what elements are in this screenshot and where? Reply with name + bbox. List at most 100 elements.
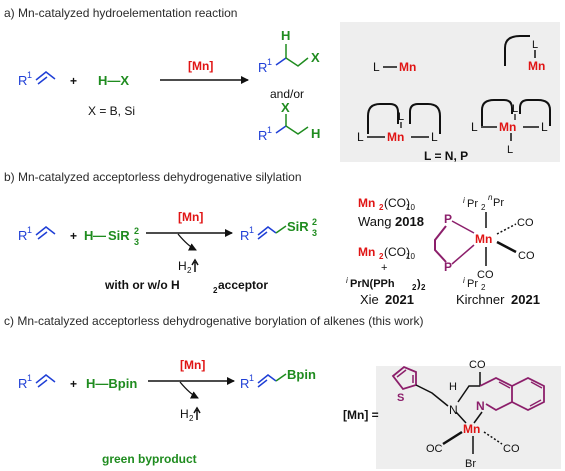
catalyst-label-a: [Mn]	[188, 59, 213, 73]
svg-text:2: 2	[379, 252, 384, 261]
svg-text:2: 2	[134, 226, 139, 236]
svg-text:H: H	[180, 407, 189, 421]
catalyst-panel-c	[376, 366, 561, 469]
svg-text:2: 2	[412, 283, 417, 292]
svg-text:R: R	[258, 60, 267, 75]
svg-text:10: 10	[406, 252, 415, 261]
motif-tridentate: L L Mn L	[357, 103, 441, 144]
svg-text:2: 2	[379, 203, 384, 212]
svg-text:(CO): (CO)	[384, 245, 410, 259]
svg-text:X: X	[311, 50, 320, 65]
svg-text:L: L	[541, 120, 548, 134]
and-or-label: and/or	[270, 87, 304, 101]
xie-catalyst: Mn 2 (CO) 10 + i PrN(PPh 2 ) 2 Xie 2021	[346, 245, 426, 307]
svg-text:1: 1	[27, 225, 32, 235]
svg-text:H: H	[84, 228, 93, 243]
svg-text:with or w/o H: with or w/o H	[104, 278, 180, 292]
svg-text:2021: 2021	[511, 292, 540, 307]
svg-text:P: P	[444, 212, 452, 226]
catalyst-label-c: [Mn]	[180, 358, 205, 372]
svg-text:10: 10	[406, 203, 415, 212]
svg-text:Kirchner: Kirchner	[456, 292, 505, 307]
svg-text:1: 1	[27, 70, 32, 80]
svg-text:3: 3	[312, 228, 317, 238]
svg-text:2: 2	[187, 266, 192, 275]
svg-text:H: H	[311, 126, 320, 141]
svg-text:1: 1	[267, 57, 272, 67]
svg-text:2021: 2021	[385, 292, 414, 307]
svg-text:L: L	[357, 130, 364, 144]
h2-release-arrow-c	[179, 381, 199, 399]
green-byproduct-label: green byproduct	[102, 452, 197, 466]
alkene-b: R 1	[18, 225, 56, 243]
vinylsilane-product: R 1 SiR 2 3	[240, 217, 317, 243]
section-c-title: c) Mn-catalyzed acceptorless dehydrogena…	[4, 314, 424, 328]
svg-text:L: L	[398, 111, 404, 123]
svg-text:): )	[417, 278, 421, 290]
svg-text:2: 2	[481, 203, 486, 212]
svg-text:Xie: Xie	[360, 292, 379, 307]
svg-text:Bpin: Bpin	[287, 367, 316, 382]
svg-text:2: 2	[312, 217, 317, 227]
svg-text:R: R	[258, 128, 267, 143]
svg-text:R: R	[240, 228, 249, 243]
svg-text:+: +	[381, 262, 387, 274]
svg-text:Mn: Mn	[358, 245, 375, 259]
svg-text:X: X	[281, 100, 290, 115]
svg-text:1: 1	[267, 125, 272, 135]
svg-text:3: 3	[134, 237, 139, 247]
svg-text:SiR: SiR	[287, 219, 309, 234]
svg-text:Pr: Pr	[467, 198, 478, 210]
svg-text:L: L	[512, 103, 518, 115]
mn-catalyst-structure: S H N CO N Mn OC CO Br	[391, 359, 545, 470]
svg-text:H: H	[178, 259, 187, 273]
svg-text:CO: CO	[503, 443, 520, 455]
svg-text:L: L	[471, 120, 478, 134]
svg-text:H: H	[281, 28, 290, 43]
svg-text:R: R	[18, 228, 27, 243]
svg-text:L: L	[532, 39, 538, 51]
svg-text:CO: CO	[477, 269, 494, 281]
svg-text:N: N	[476, 399, 485, 413]
svg-text:R: R	[18, 73, 27, 88]
svg-text:CO: CO	[469, 359, 486, 371]
svg-text:Mn: Mn	[358, 196, 375, 210]
svg-text:2: 2	[421, 283, 426, 292]
silane-reagent: H — SiR 2 3	[84, 226, 139, 247]
wang-catalyst: Mn 2 (CO) 10 Wang 2018	[358, 196, 424, 229]
kirchner-label: Kirchner 2021	[456, 292, 540, 307]
svg-text:n: n	[488, 193, 493, 202]
svg-text:SiR: SiR	[108, 228, 130, 243]
svg-text:Mn: Mn	[387, 130, 404, 144]
svg-text:Mn: Mn	[399, 60, 416, 74]
svg-text:CO: CO	[517, 217, 534, 229]
svg-text:Wang: Wang	[358, 214, 391, 229]
svg-text:Mn: Mn	[528, 59, 545, 73]
svg-text:Pr: Pr	[467, 278, 478, 290]
plus-c: +	[70, 377, 77, 391]
svg-text:1: 1	[249, 373, 254, 383]
plus-b: +	[70, 229, 77, 243]
svg-text:L: L	[373, 60, 380, 74]
mn-equals-label: [Mn] =	[343, 408, 379, 422]
alkene-a: R 1	[18, 70, 56, 88]
alkene-c: R 1	[18, 373, 56, 391]
svg-text:2: 2	[213, 286, 218, 295]
motif-tetradentate: L L Mn L L	[471, 99, 551, 156]
catalyst-label-b: [Mn]	[178, 210, 203, 224]
svg-text:CO: CO	[518, 250, 535, 262]
svg-text:OC: OC	[426, 443, 443, 455]
x-equals: X = B, Si	[88, 104, 135, 118]
svg-text:N: N	[449, 403, 458, 417]
svg-text:2018: 2018	[395, 214, 424, 229]
markovnikov-product: R 1 H X	[258, 28, 320, 75]
svg-text:i: i	[463, 196, 465, 205]
svg-text:1: 1	[249, 225, 254, 235]
svg-text:S: S	[397, 392, 404, 404]
hx-reagent: H—X	[98, 73, 129, 88]
svg-text:acceptor: acceptor	[218, 278, 268, 292]
motif-bidentate: L Mn	[504, 35, 545, 73]
svg-text:Mn: Mn	[463, 422, 480, 436]
